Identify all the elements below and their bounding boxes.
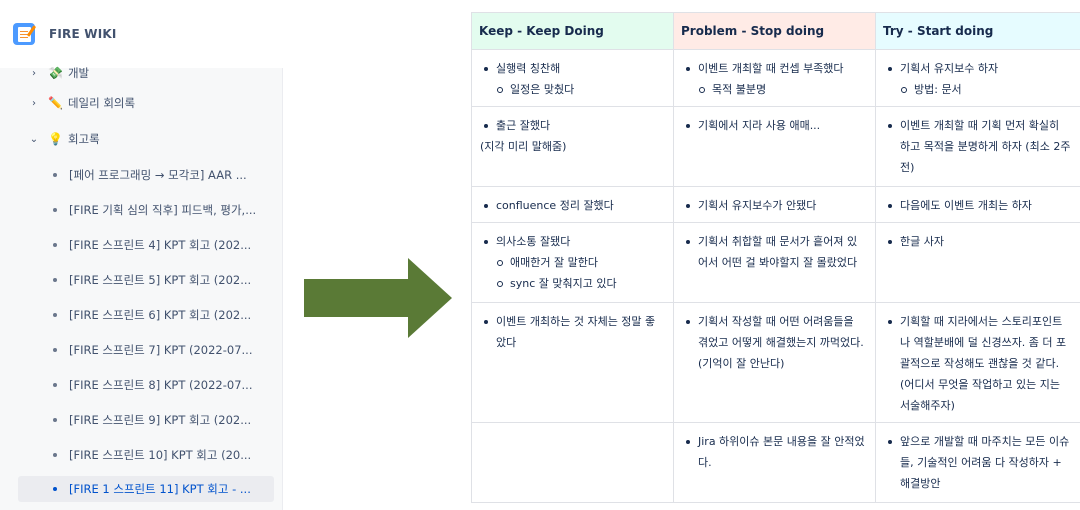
cell-problem[interactable]: 기획서 취합할 때 문서가 흩어져 있어서 어떤 걸 봐야할지 잘 몰랐었다 — [673, 222, 876, 303]
sidebar-item-label: 회고록 — [67, 132, 100, 146]
sidebar-item[interactable]: [FIRE 1 스프린트 11] KPT 회고 - ... — [18, 476, 274, 502]
bullet-text: (지각 미리 말해줌) — [480, 140, 567, 153]
bullet-icon — [53, 173, 57, 177]
sidebar-item-label: [FIRE 스프린트 10] KPT 회고 (20... — [69, 448, 252, 462]
cell-problem[interactable]: Jira 하위이슈 본문 내용을 잘 안적었다. — [673, 422, 876, 503]
sidebar-item[interactable]: [FIRE 스프린트 4] KPT 회고 (202... — [0, 232, 283, 258]
sidebar-item-label: 개발 — [67, 66, 90, 80]
cell-try[interactable]: 이벤트 개최할 때 기획 먼저 확실히 하고 목적을 분명하게 하자 (최소 2… — [875, 106, 1080, 187]
cell-try[interactable]: 앞으로 개발할 때 마주치는 모든 이슈들, 기술적인 어려움 다 작성하자 +… — [875, 422, 1080, 503]
cell-try[interactable]: 한글 사자 — [875, 222, 1080, 303]
bullet-icon — [53, 278, 57, 282]
sidebar-item-label: [FIRE 스프린트 8] KPT (2022-07... — [69, 378, 253, 392]
table-header-row: Keep - Keep Doing Problem - Stop doing T… — [471, 12, 1080, 50]
chevron-right-icon[interactable]: › — [32, 67, 36, 79]
table-row: confluence 정리 잘했다 기획서 유지보수가 안됐다 다음에도 이벤트 개… — [471, 186, 1080, 223]
cell-problem[interactable]: 기획서 작성할 때 어떤 어려움들을 겪었고 어떻게 해결했는지 까먹었다. (… — [673, 302, 876, 423]
sub-bullet-text: 방법: 문서 — [884, 79, 1072, 100]
bullet-text: 이벤트 개최할 때 기획 먼저 확실히 하고 목적을 분명하게 하자 (최소 2… — [884, 115, 1072, 178]
bullet-text: 실행력 칭찬해 — [480, 58, 665, 79]
sidebar-item[interactable]: › ✏️ 데일리 회의록 — [0, 90, 283, 116]
bullet-text: 기획서 작성할 때 어떤 어려움들을 겪었고 어떻게 해결했는지 까먹었다. (… — [682, 311, 867, 374]
sidebar: FIRE WIKI › 💸 개발 › ✏️ 데일리 회의록 ⌄ 💡 회고록 [페어 프로그래밍 →… — [0, 0, 283, 510]
sidebar-item[interactable]: [FIRE 스프린트 5] KPT 회고 (202... — [0, 267, 283, 293]
sidebar-item[interactable]: [FIRE 스프린트 9] KPT 회고 (202... — [0, 407, 283, 433]
bullet-text: 이벤트 개최할 때 컨셉 부족했다 — [682, 58, 867, 79]
sidebar-item-label: [FIRE 1 스프린트 11] KPT 회고 - ... — [69, 482, 251, 496]
table-row: 이벤트 개최하는 것 자체는 정말 좋았다 기획서 작성할 때 어떤 어려움들을 … — [471, 302, 1080, 423]
page-emoji-icon: ✏️ — [48, 96, 63, 110]
cell-keep[interactable]: 이벤트 개최하는 것 자체는 정말 좋았다 — [471, 302, 674, 423]
chevron-right-icon[interactable]: › — [32, 97, 36, 109]
right-arrow-icon — [304, 258, 452, 338]
bullet-icon — [53, 348, 57, 352]
bullet-text: 기획서 취합할 때 문서가 흩어져 있어서 어떤 걸 봐야할지 잘 몰랐었다 — [682, 231, 867, 273]
sidebar-item-label: [FIRE 스프린트 4] KPT 회고 (202... — [69, 238, 252, 252]
cell-problem[interactable]: 기획서 유지보수가 안됐다 — [673, 186, 876, 223]
header-try: Try - Start doing — [875, 12, 1080, 50]
space-header[interactable]: FIRE WIKI — [0, 0, 283, 68]
sidebar-item-label: [FIRE 스프린트 6] KPT 회고 (202... — [69, 308, 252, 322]
sidebar-item[interactable]: [FIRE 스프린트 10] KPT 회고 (20... — [0, 442, 283, 468]
sidebar-item[interactable]: [FIRE 스프린트 7] KPT (2022-07... — [0, 337, 283, 363]
cell-try[interactable]: 기획할 때 지라에서는 스토리포인트나 역할분배에 덜 신경쓰자. 좀 더 포괄… — [875, 302, 1080, 423]
bullet-text: 의사소통 잘됐다 — [480, 231, 665, 252]
sidebar-item-label: [페어 프로그래밍 → 모각코] AAR ... — [69, 168, 247, 182]
bullet-text: 앞으로 개발할 때 마주치는 모든 이슈들, 기술적인 어려움 다 작성하자 +… — [884, 431, 1072, 494]
bullet-icon — [53, 313, 57, 317]
bullet-text: 기획서 유지보수가 안됐다 — [682, 195, 867, 216]
sub-bullet-text: 애매한거 잘 말한다 — [480, 252, 665, 273]
sub-bullet-text: sync 잘 맞춰지고 있다 — [480, 273, 665, 294]
bullet-text: 기획에서 지라 사용 애매... — [682, 115, 867, 136]
sidebar-item[interactable]: [FIRE 스프린트 6] KPT 회고 (202... — [0, 302, 283, 328]
bullet-text: 기획서 유지보수 하자 — [884, 58, 1072, 79]
cell-try[interactable]: 다음에도 이벤트 개최는 하자 — [875, 186, 1080, 223]
cell-keep[interactable]: confluence 정리 잘했다 — [471, 186, 674, 223]
page-emoji-icon: 💡 — [48, 132, 63, 146]
sidebar-item-label: 데일리 회의록 — [67, 96, 136, 110]
sidebar-item[interactable]: › 💸 개발 — [0, 60, 283, 86]
bullet-icon — [53, 243, 57, 247]
bullet-icon — [53, 208, 57, 212]
sidebar-item[interactable]: [FIRE 기획 심의 직후] 피드백, 평가,... — [0, 197, 283, 223]
bullet-text: 한글 사자 — [884, 231, 1072, 252]
kpt-table: Keep - Keep Doing Problem - Stop doing T… — [471, 12, 1080, 503]
sidebar-item-label: [FIRE 스프린트 7] KPT (2022-07... — [69, 343, 253, 357]
sidebar-item[interactable]: ⌄ 💡 회고록 — [0, 126, 283, 152]
sub-bullet-text: 목적 불분명 — [682, 79, 867, 100]
sub-bullet-text: 일정은 맞췄다 — [480, 79, 665, 100]
bullet-icon — [53, 487, 57, 491]
chevron-down-icon[interactable]: ⌄ — [29, 133, 39, 145]
sidebar-item[interactable]: [FIRE 스프린트 8] KPT (2022-07... — [0, 372, 283, 398]
space-logo-icon — [13, 23, 37, 45]
table-row: 출근 잘했다 (지각 미리 말해줌) 기획에서 지라 사용 애매... 이벤트 개최할… — [471, 106, 1080, 187]
page-emoji-icon: 💸 — [48, 66, 63, 80]
cell-problem[interactable]: 기획에서 지라 사용 애매... — [673, 106, 876, 187]
sidebar-item-label: [FIRE 스프린트 5] KPT 회고 (202... — [69, 273, 252, 287]
cell-keep[interactable]: 출근 잘했다 (지각 미리 말해줌) — [471, 106, 674, 187]
bullet-icon — [53, 383, 57, 387]
bullet-text: 이벤트 개최하는 것 자체는 정말 좋았다 — [480, 311, 665, 353]
bullet-icon — [53, 418, 57, 422]
header-keep: Keep - Keep Doing — [471, 12, 674, 50]
sidebar-item-label: [FIRE 스프린트 9] KPT 회고 (202... — [69, 413, 252, 427]
space-title: FIRE WIKI — [49, 27, 117, 41]
bullet-text: 다음에도 이벤트 개최는 하자 — [884, 195, 1072, 216]
table-row: Jira 하위이슈 본문 내용을 잘 안적었다. 앞으로 개발할 때 마주치는 모… — [471, 422, 1080, 503]
bullet-text: 기획할 때 지라에서는 스토리포인트나 역할분배에 덜 신경쓰자. 좀 더 포괄… — [884, 311, 1072, 416]
sidebar-item[interactable]: [페어 프로그래밍 → 모각코] AAR ... — [0, 162, 283, 188]
bullet-text: Jira 하위이슈 본문 내용을 잘 안적었다. — [682, 431, 867, 473]
cell-keep[interactable] — [471, 422, 674, 503]
bullet-text: 출근 잘했다 — [480, 115, 665, 136]
bullet-text: confluence 정리 잘했다 — [480, 195, 665, 216]
bullet-icon — [53, 453, 57, 457]
header-problem: Problem - Stop doing — [673, 12, 876, 50]
sidebar-item-label: [FIRE 기획 심의 직후] 피드백, 평가,... — [69, 203, 257, 217]
